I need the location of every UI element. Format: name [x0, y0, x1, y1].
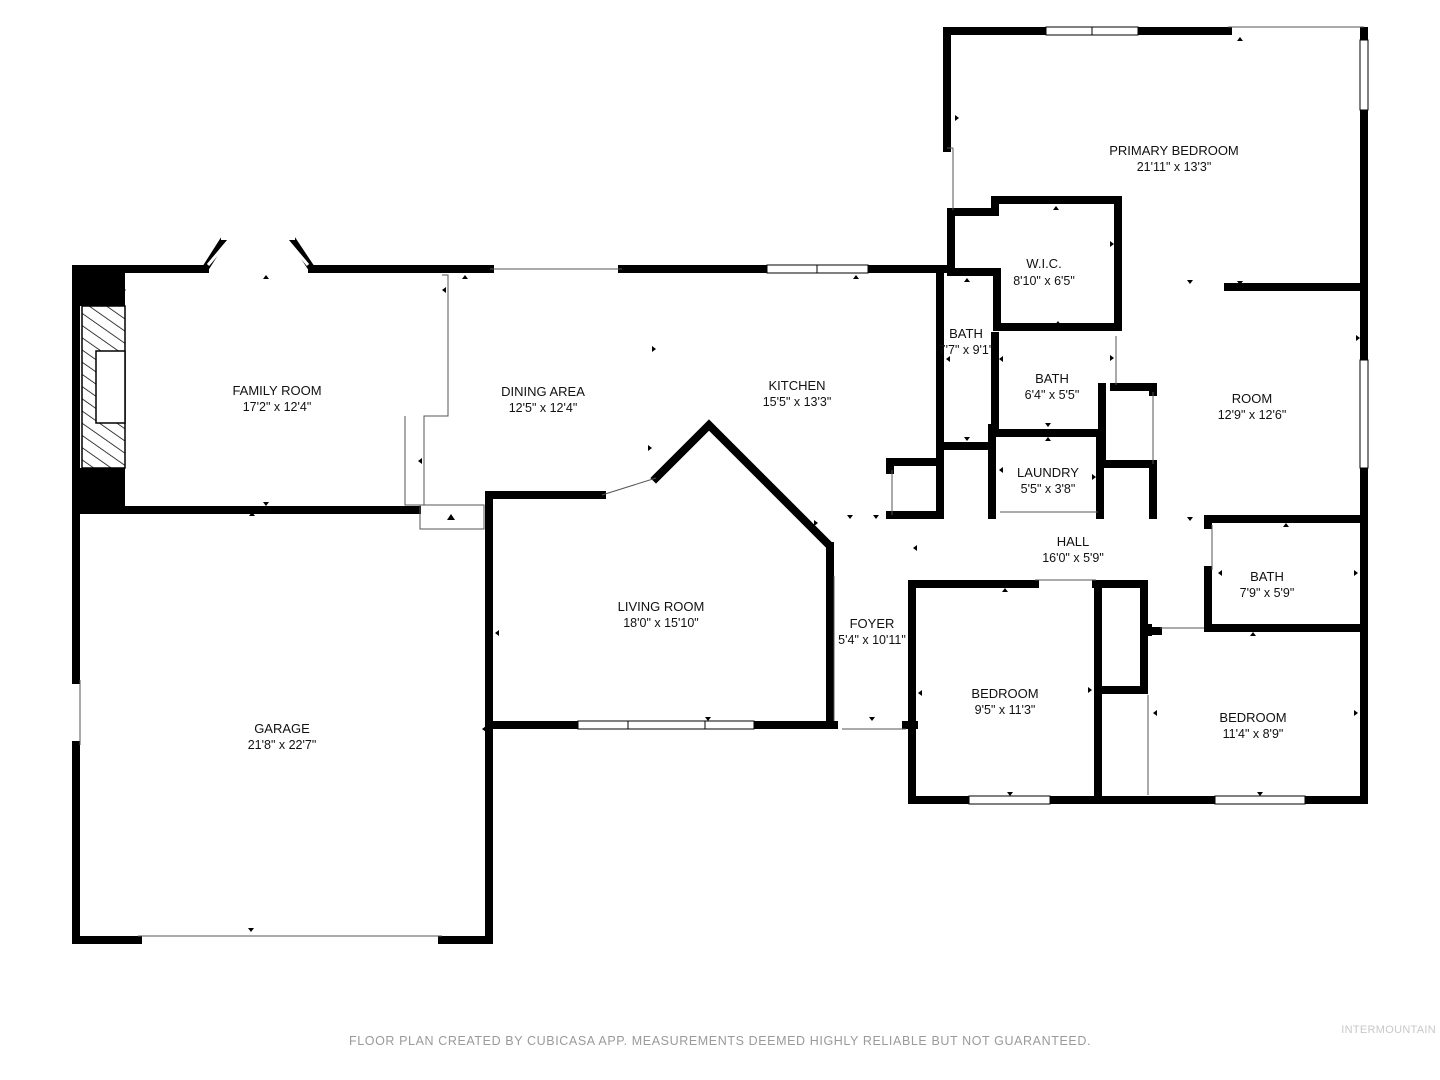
disclaimer-footer: FLOOR PLAN CREATED BY CUBICASA APP. MEAS…	[348, 1034, 1092, 1048]
room-dim: 17'2" x 12'4"	[243, 400, 312, 414]
room-dim: 9'5" x 11'3"	[975, 703, 1036, 717]
room-family-room: FAMILY ROOM 17'2" x 12'4"	[232, 383, 321, 414]
room-name: BATH	[1250, 569, 1284, 584]
door-lines	[79, 26, 1364, 937]
room-dim: 11'4" x 8'9"	[1223, 727, 1284, 741]
room-dim: 12'9" x 12'6"	[1218, 408, 1287, 422]
walls	[72, 27, 1368, 944]
room-wic: W.I.C. 8'10" x 6'5"	[1013, 256, 1075, 288]
room-name: FAMILY ROOM	[232, 383, 321, 398]
room-dim: 12'5" x 12'4"	[509, 401, 578, 415]
room-laundry: LAUNDRY 5'5" x 3'8"	[1017, 465, 1079, 496]
room-name: W.I.C.	[1026, 256, 1061, 271]
room-dim: 18'0" x 15'10"	[623, 616, 699, 630]
room-dim: 7'7" x 9'1"	[939, 343, 994, 357]
room-name: BEDROOM	[971, 686, 1038, 701]
door-arrows	[122, 37, 1360, 932]
room-primary-bedroom: PRIMARY BEDROOM 21'11" x 13'3"	[1109, 143, 1239, 174]
room-name: BEDROOM	[1219, 710, 1286, 725]
windows	[221, 26, 1369, 805]
room-garage: GARAGE 21'8" x 22'7"	[248, 721, 317, 752]
room-dim: 8'10" x 6'5"	[1013, 274, 1075, 288]
room-dim: 16'0" x 5'9"	[1042, 551, 1104, 565]
room-name: HALL	[1057, 534, 1090, 549]
room-dim: 21'11" x 13'3"	[1137, 160, 1212, 174]
room-dim: 5'4" x 10'11"	[838, 633, 906, 647]
fireplace	[72, 266, 126, 508]
room-name: LIVING ROOM	[618, 599, 705, 614]
room-dim: 7'9" x 5'9"	[1240, 586, 1295, 600]
room-bath-1: BATH 7'7" x 9'1"	[939, 326, 994, 357]
room-dim: 15'5" x 13'3"	[763, 395, 832, 409]
room-bedroom-1: BEDROOM 9'5" x 11'3"	[971, 686, 1038, 717]
room-labels: PRIMARY BEDROOM 21'11" x 13'3" W.I.C. 8'…	[232, 143, 1294, 752]
room-dim: 6'4" x 5'5"	[1025, 388, 1080, 402]
room-room: ROOM 12'9" x 12'6"	[1218, 391, 1287, 422]
room-name: KITCHEN	[768, 378, 825, 393]
room-hall: HALL 16'0" x 5'9"	[1042, 534, 1104, 565]
room-dining-area: DINING AREA 12'5" x 12'4"	[501, 384, 585, 415]
room-living-room: LIVING ROOM 18'0" x 15'10"	[618, 599, 705, 630]
room-name: GARAGE	[254, 721, 310, 736]
room-kitchen: KITCHEN 15'5" x 13'3"	[763, 378, 832, 409]
room-name: ROOM	[1232, 391, 1272, 406]
room-dim: 5'5" x 3'8"	[1021, 482, 1076, 496]
room-bedroom-2: BEDROOM 11'4" x 8'9"	[1219, 710, 1286, 741]
room-foyer: FOYER 5'4" x 10'11"	[838, 616, 906, 647]
room-bath-2: BATH 6'4" x 5'5"	[1025, 371, 1080, 402]
room-name: BATH	[1035, 371, 1069, 386]
room-name: FOYER	[850, 616, 895, 631]
room-name: DINING AREA	[501, 384, 585, 399]
brand-watermark: INTERMOUNTAIN	[1341, 1024, 1436, 1036]
room-name: PRIMARY BEDROOM	[1109, 143, 1239, 158]
room-name: LAUNDRY	[1017, 465, 1079, 480]
room-bath-3: BATH 7'9" x 5'9"	[1240, 569, 1295, 600]
bay-window	[202, 232, 315, 271]
room-name: BATH	[949, 326, 983, 341]
room-dim: 21'8" x 22'7"	[248, 738, 317, 752]
